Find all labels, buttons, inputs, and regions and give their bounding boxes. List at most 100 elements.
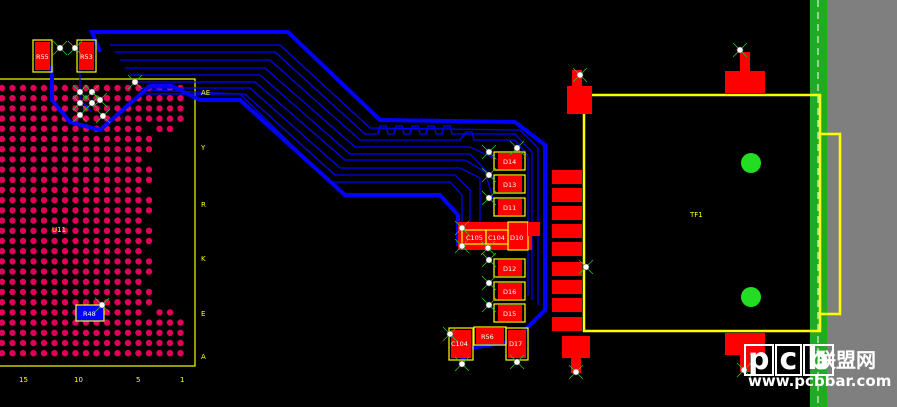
d11-pad[interactable] xyxy=(498,199,522,215)
bga-ball xyxy=(40,176,48,183)
via[interactable] xyxy=(480,240,496,256)
bga-ball xyxy=(9,135,16,143)
bga-ball xyxy=(9,237,16,245)
via[interactable] xyxy=(94,297,110,313)
bga-ball xyxy=(0,115,6,122)
bga-ball xyxy=(9,278,16,285)
bga-ball xyxy=(61,268,69,275)
bga-ball xyxy=(0,339,6,347)
tf1-pin-3[interactable] xyxy=(552,206,582,220)
via[interactable] xyxy=(481,190,497,206)
tf1-shield-pad-tr[interactable] xyxy=(725,71,765,93)
bga-ball xyxy=(40,237,48,245)
c104b-pad[interactable] xyxy=(451,330,471,358)
bga-ball xyxy=(61,248,69,255)
tf1-shield-pad-tl[interactable] xyxy=(567,86,592,114)
via[interactable] xyxy=(568,364,584,380)
bga-ball xyxy=(135,166,142,173)
bga-ball xyxy=(82,299,90,306)
tf1-pin-7[interactable] xyxy=(552,280,582,294)
bga-ball xyxy=(61,278,69,285)
bga-ball xyxy=(82,115,90,122)
bga-ball xyxy=(40,319,48,326)
r53-pad[interactable] xyxy=(79,42,94,70)
bga-ball xyxy=(40,278,48,285)
via[interactable] xyxy=(67,40,83,56)
bga-ball xyxy=(51,350,58,357)
bga-ball xyxy=(135,319,142,326)
via[interactable] xyxy=(454,238,470,254)
bga-ball xyxy=(40,135,48,143)
d14-pad[interactable] xyxy=(498,153,522,169)
via[interactable] xyxy=(127,74,143,90)
via[interactable] xyxy=(509,140,525,156)
bga-ball xyxy=(124,237,132,245)
bga-ball xyxy=(103,329,111,336)
tf1-shield-pad-bl[interactable] xyxy=(562,336,590,358)
via[interactable] xyxy=(52,40,68,56)
bga-ball xyxy=(82,156,90,163)
tf1-pin-5[interactable] xyxy=(552,242,582,256)
via[interactable] xyxy=(572,67,588,83)
via[interactable] xyxy=(454,220,470,236)
via[interactable] xyxy=(481,252,497,268)
via[interactable] xyxy=(442,326,458,342)
bga-ball xyxy=(51,135,58,143)
tf1-pin-1[interactable] xyxy=(552,170,582,184)
d12-pad[interactable] xyxy=(498,260,522,276)
d10-extra-pad xyxy=(528,222,540,236)
via[interactable] xyxy=(481,275,497,291)
via[interactable] xyxy=(72,95,88,111)
bga-ball xyxy=(103,309,111,316)
bga-ball xyxy=(166,350,174,357)
r48-outline[interactable] xyxy=(75,304,105,322)
bga-ball xyxy=(40,227,48,234)
via[interactable] xyxy=(732,42,748,58)
tf1-pin-6[interactable] xyxy=(552,262,582,276)
bga-ball xyxy=(30,84,37,92)
d16-pad[interactable] xyxy=(498,283,522,299)
via[interactable] xyxy=(72,84,88,100)
via[interactable] xyxy=(481,297,497,313)
via[interactable] xyxy=(454,356,470,372)
bga-ball xyxy=(51,248,58,255)
tf1-pin-8[interactable] xyxy=(552,298,582,312)
d15-pad[interactable] xyxy=(498,305,522,321)
tf1-mount-hole-1[interactable] xyxy=(741,153,761,173)
d17-pad[interactable] xyxy=(508,330,526,358)
d13-pad[interactable] xyxy=(498,176,522,192)
bga-ball xyxy=(40,186,48,194)
via[interactable] xyxy=(578,259,594,275)
bga-ball xyxy=(9,207,16,214)
via[interactable] xyxy=(481,144,497,160)
via[interactable] xyxy=(84,95,100,111)
bga-ball xyxy=(145,258,153,265)
bga-ball xyxy=(82,278,90,285)
via[interactable] xyxy=(509,354,525,370)
bga-ball xyxy=(9,186,16,194)
r56-pad[interactable] xyxy=(476,328,504,344)
tf1-pin-2[interactable] xyxy=(552,188,582,202)
via[interactable] xyxy=(95,108,111,124)
bga-ball xyxy=(156,115,163,122)
via[interactable] xyxy=(72,107,88,123)
tf1-pin-9[interactable] xyxy=(552,317,582,331)
via[interactable] xyxy=(481,167,497,183)
bga-ball xyxy=(72,227,79,234)
bga-ball xyxy=(61,207,69,214)
bga-ball xyxy=(135,329,142,336)
bga-ball xyxy=(114,350,121,357)
tf1-pin-4[interactable] xyxy=(552,224,582,238)
bga-ball xyxy=(40,84,48,92)
bga-ball xyxy=(114,237,121,245)
via[interactable] xyxy=(92,92,108,108)
bga-ball xyxy=(40,288,48,296)
tf1-mount-hole-2[interactable] xyxy=(741,287,761,307)
tf1-outline xyxy=(582,93,822,333)
r55-pad[interactable] xyxy=(35,42,50,70)
c105-c104-d10-pads[interactable] xyxy=(458,222,532,250)
bga-ball xyxy=(145,166,153,173)
bga-ball xyxy=(40,339,48,347)
